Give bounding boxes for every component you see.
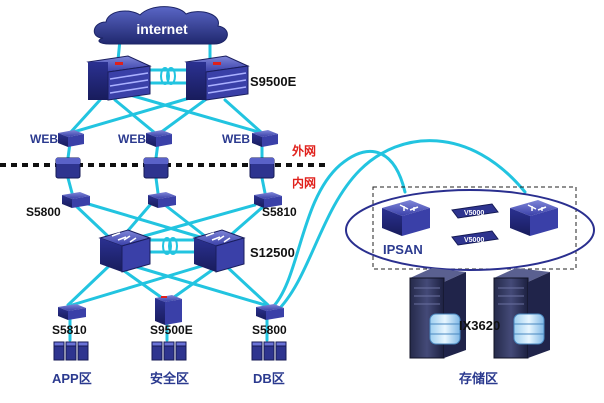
storage-server-right [493,268,550,359]
db-zone-label: DB区 [253,371,285,386]
web-switch-3 [252,130,278,147]
right-access-label: S5810 [262,205,297,219]
web-switch-1 [58,130,84,147]
web-switch-2 [146,130,172,147]
app-switch-label: S5810 [52,323,87,337]
ipsan-label: IPSAN [383,242,423,257]
db-server-group [251,341,287,361]
security-server-group [151,341,187,361]
storage-zone-label: 存储区 [459,371,498,386]
app-switch [58,304,86,320]
security-zone-label: 安全区 [150,371,189,386]
v5000-label-bottom: V5000 [464,237,484,244]
ipsan-network-ellipse [345,189,595,271]
storage-label: IX3620 [459,318,500,333]
ipsan-switch-right [510,200,558,236]
access-switch-middle [148,192,176,208]
web-label-3: WEB [222,132,250,146]
web-label-1: WEB [30,132,58,146]
app-zone-label: APP区 [52,371,92,386]
firewall-2 [143,157,169,179]
v5000-module-top: V5000 [451,203,499,219]
access-switch-left [62,192,90,208]
app-server-group [53,341,89,361]
storage-server-left [409,268,466,359]
core-switch-label: S9500E [250,74,297,89]
aggregation-switch-left [98,229,152,273]
security-switch-label: S9500E [150,323,193,337]
internet-label: internet [136,21,188,37]
stack-link-marks [160,67,178,255]
db-switch-label: S5800 [252,323,287,337]
core-switch-right [184,55,250,101]
aggregation-switch-right [192,229,246,273]
v5000-label-top: V5000 [464,210,484,217]
aggregation-label: S12500 [250,245,295,260]
ipsan-switch-left [382,200,430,236]
security-switch [155,295,182,325]
inner-zone-label: 内网 [292,175,316,190]
db-switch [256,304,284,320]
v5000-module-bottom: V5000 [451,230,499,246]
left-access-label: S5800 [26,205,61,219]
internet-cloud: internet [93,6,228,45]
firewall-1 [55,157,81,179]
core-switch-left [86,55,152,101]
outer-zone-label: 外网 [292,143,316,158]
web-label-2: WEB [118,132,146,146]
firewall-3 [249,157,275,179]
access-switch-right [254,192,282,208]
